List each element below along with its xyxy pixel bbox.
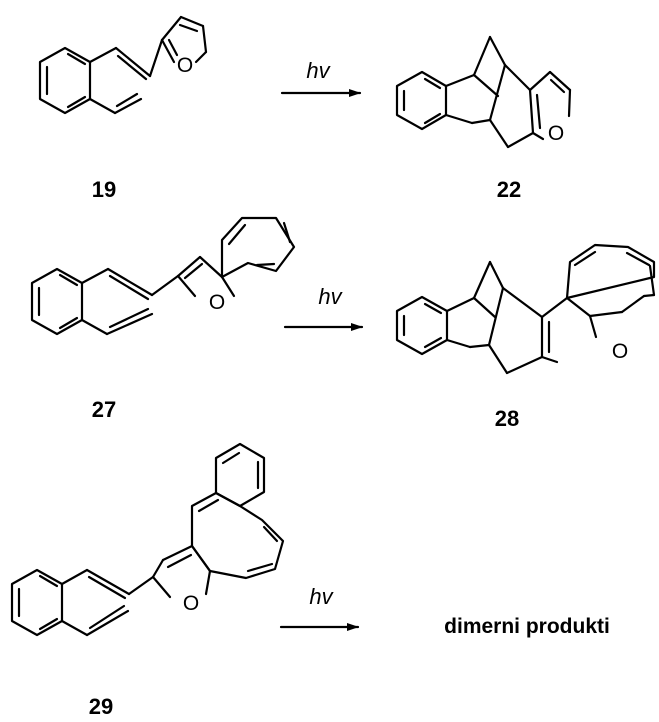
compound-number-27: 27: [92, 397, 116, 422]
atom-label-oxygen: O: [612, 340, 628, 363]
atom-label-oxygen: O: [177, 54, 193, 77]
condition-label-2: hv: [318, 284, 343, 309]
compound-number-19: 19: [92, 177, 116, 202]
condition-label-3: hv: [309, 584, 334, 609]
product-label-dimers: dimerni produkti: [444, 615, 610, 638]
atom-label-oxygen: O: [183, 592, 199, 615]
molecule-27: [30, 216, 296, 336]
molecule-28: [395, 243, 656, 375]
compound-number-28: 28: [495, 406, 519, 431]
condition-label-1: hv: [306, 58, 331, 83]
molecule-29: [10, 442, 285, 637]
molecule-19: [38, 15, 208, 115]
compound-number-29: 29: [89, 694, 113, 719]
compound-number-22: 22: [497, 177, 521, 202]
atom-label-oxygen: O: [209, 291, 225, 314]
atom-label-oxygen: O: [548, 122, 564, 145]
molecule-22: [395, 35, 572, 149]
